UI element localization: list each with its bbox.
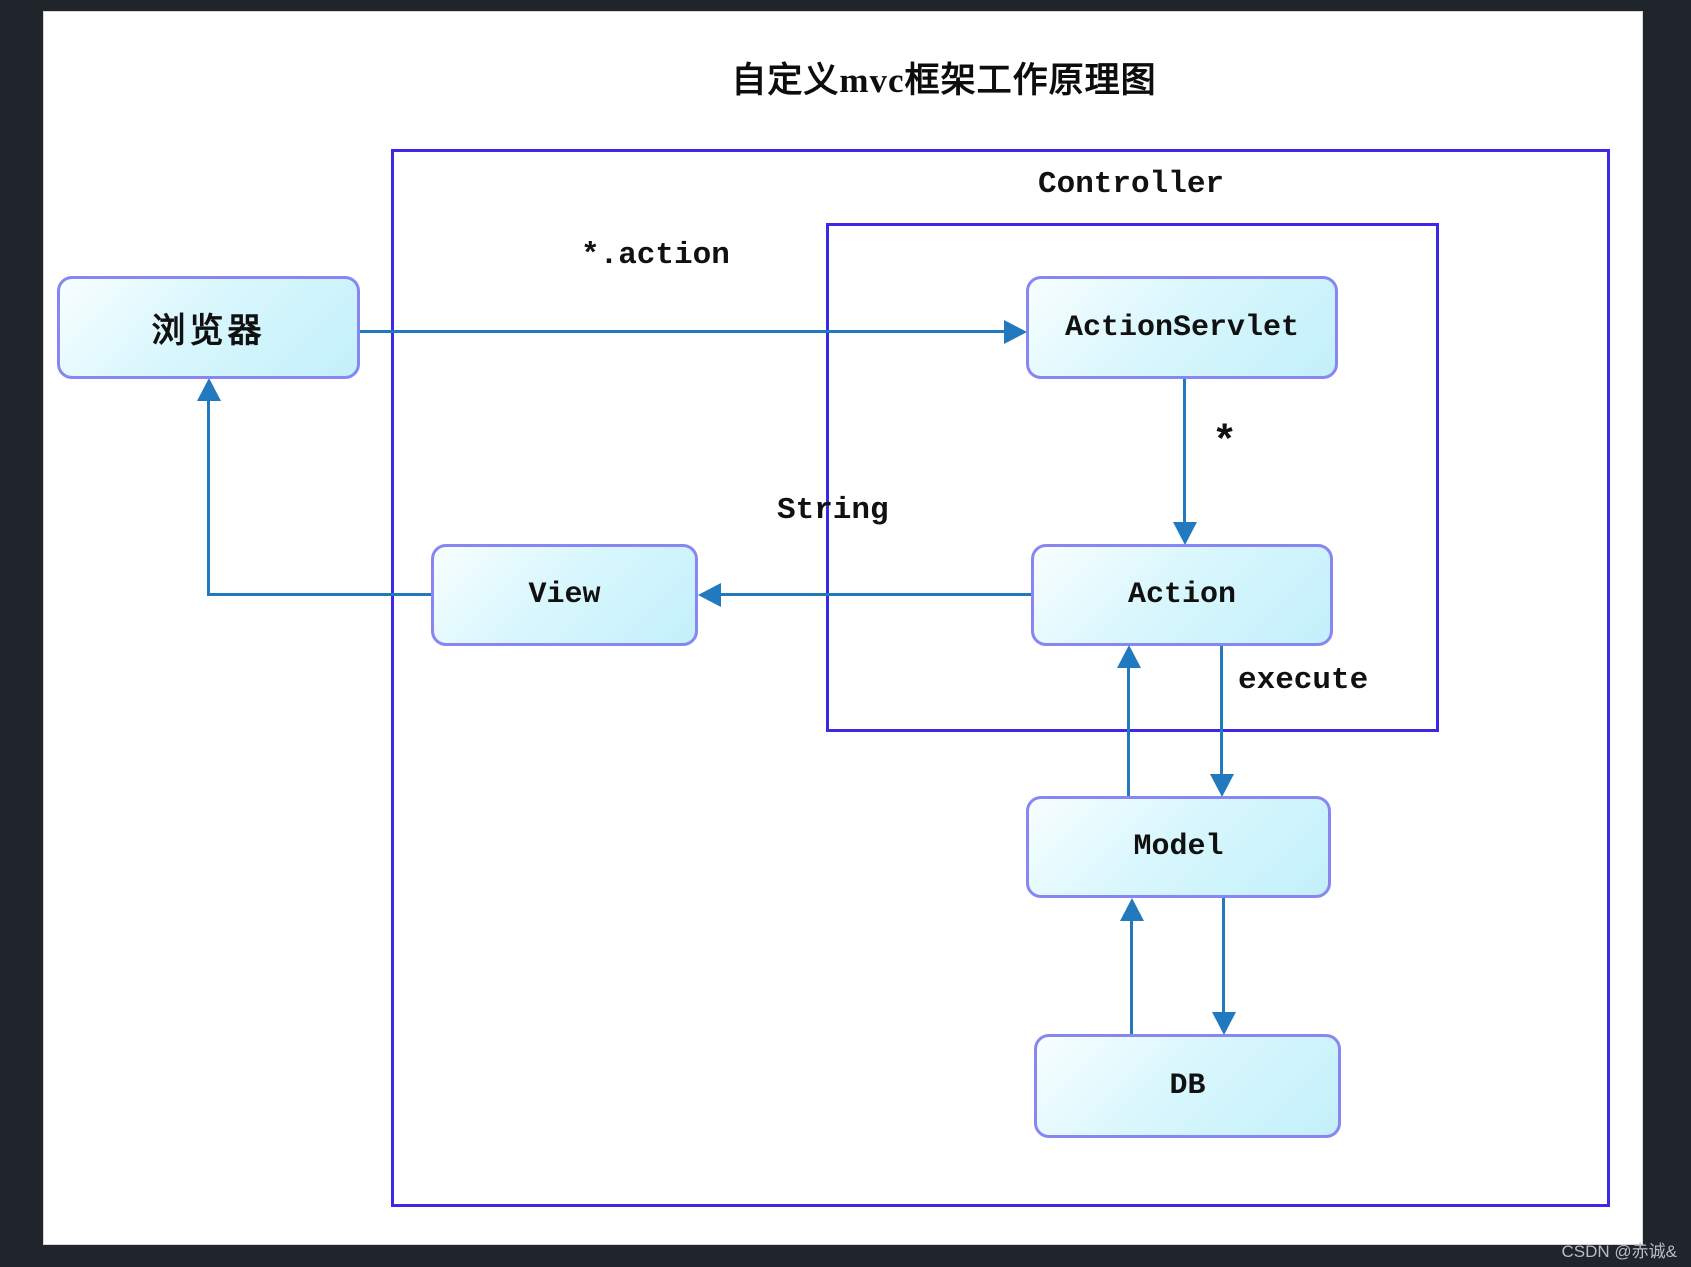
arrowhead-up-icon	[1120, 898, 1144, 921]
node-view: View	[431, 544, 698, 646]
edge-label-action-pattern: *.action	[581, 238, 730, 273]
arrowhead-up-icon	[197, 378, 221, 401]
mvc-outer-frame	[391, 149, 1610, 1207]
node-browser: 浏览器	[57, 276, 360, 379]
edge-db-to-model	[1130, 920, 1133, 1035]
node-action: Action	[1031, 544, 1333, 646]
edge-action-to-model	[1220, 646, 1223, 775]
edge-actionservlet-to-action	[1183, 379, 1186, 522]
edge-model-to-action	[1127, 668, 1130, 797]
edge-label-string: String	[777, 493, 889, 528]
edge-label-asterisk: *	[1212, 419, 1238, 467]
edge-view-to-browser-vertical	[207, 399, 210, 596]
arrowhead-down-icon	[1212, 1012, 1236, 1035]
node-db: DB	[1034, 1034, 1341, 1138]
arrowhead-right-icon	[1004, 320, 1027, 344]
node-model: Model	[1026, 796, 1331, 898]
edge-model-to-db	[1222, 898, 1225, 1013]
edge-browser-to-actionservlet	[360, 330, 1005, 333]
edge-view-to-browser-horizontal	[209, 593, 431, 596]
edge-action-to-view	[720, 593, 1031, 596]
controller-frame	[826, 223, 1439, 732]
arrowhead-up-icon	[1117, 645, 1141, 668]
diagram-canvas: 自定义mvc框架工作原理图 Controller *.action * Stri…	[43, 11, 1643, 1245]
arrowhead-down-icon	[1173, 522, 1197, 545]
edge-label-execute: execute	[1238, 663, 1369, 698]
arrowhead-left-icon	[698, 583, 721, 607]
arrowhead-down-icon	[1210, 774, 1234, 797]
controller-frame-label: Controller	[1038, 167, 1225, 202]
node-actionservlet: ActionServlet	[1026, 276, 1338, 379]
csdn-watermark: CSDN @赤诚&	[1561, 1242, 1678, 1261]
diagram-title: 自定义mvc框架工作原理图	[731, 61, 1157, 100]
